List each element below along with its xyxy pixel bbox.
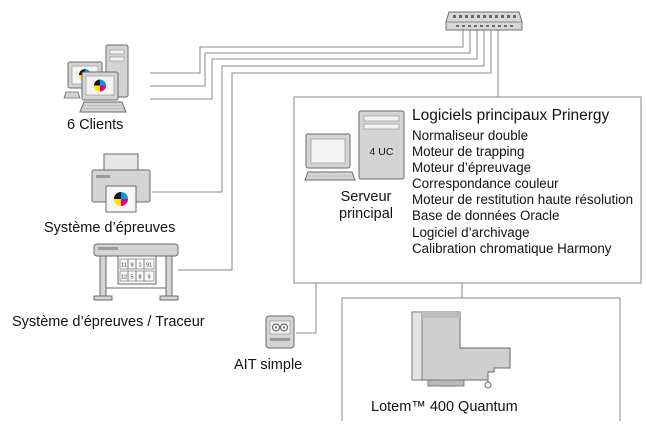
- proof-printer-icon: [91, 153, 151, 213]
- plotter-label: Système d’épreuves / Traceur: [12, 314, 205, 330]
- connection-lines: [150, 30, 642, 426]
- line-clients-c: [150, 30, 478, 100]
- software-item: Moteur de trapping: [412, 144, 525, 160]
- plotter-icon: 11 9 1 91 12 5 8 9: [93, 243, 179, 301]
- line-ait: [296, 283, 317, 334]
- software-item: Correspondance couleur: [412, 176, 559, 192]
- server-tower-icon: 4 UC: [358, 110, 405, 180]
- ait-label: AIT simple: [234, 357, 303, 373]
- server-label-line1: Serveur: [340, 189, 392, 205]
- lotem-platesetter-icon: [411, 311, 511, 389]
- software-item: Moteur d’épreuvage: [412, 160, 532, 176]
- plotter-sheet-number: 5: [130, 275, 133, 281]
- software-item: Base de données Oracle: [412, 208, 560, 224]
- software-item: Normaliseur double: [412, 128, 529, 143]
- software-list: Normaliseur double Moteur de trapping Mo…: [412, 129, 633, 258]
- network-switch-icon: [445, 11, 523, 31]
- software-item: Logiciel d’archivage: [412, 224, 530, 240]
- ait-drive-icon: [265, 315, 295, 349]
- server-label: Serveur principal: [326, 190, 406, 221]
- plotter-sheet-number: 91: [146, 263, 152, 269]
- proof-system-label: Système d’épreuves: [44, 220, 176, 236]
- plotter-sheet-number: 9: [147, 275, 150, 281]
- plotter-sheet-number: 1: [138, 263, 141, 269]
- line-plotter: [178, 30, 492, 271]
- software-item: Calibration chromatique Harmony: [412, 240, 612, 256]
- clients-label: 6 Clients: [67, 117, 124, 133]
- plotter-sheet-number: 12: [121, 275, 127, 281]
- line-proof: [152, 30, 485, 193]
- server-box: [293, 96, 642, 284]
- software-item: Moteur de restitution haute résolution: [412, 192, 634, 208]
- server-label-line2: principal: [339, 205, 393, 222]
- cpu-badge: 4 UC: [370, 146, 394, 158]
- plotter-sheet-number: 8: [138, 275, 141, 281]
- line-clients-b: [150, 30, 471, 87]
- plotter-sheet-number: 11: [121, 263, 127, 269]
- lotem-box: [341, 297, 621, 426]
- lotem-label: Lotem™ 400 Quantum: [371, 399, 518, 415]
- software-title: Logiciels principaux Prinergy: [412, 107, 610, 124]
- server-monitor-icon: [304, 133, 356, 181]
- line-clients-a: [150, 30, 464, 74]
- plotter-sheet-number: 9: [130, 263, 133, 269]
- clients-icon: [63, 44, 129, 113]
